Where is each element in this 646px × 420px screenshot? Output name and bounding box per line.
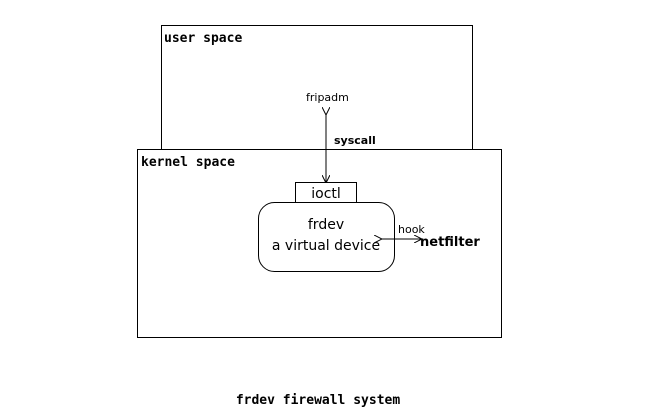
hook-label: hook: [398, 223, 425, 236]
frdev-subtitle: a virtual device: [272, 238, 380, 254]
kernel-space-label: kernel space: [141, 155, 235, 170]
frdev-title: frdev: [308, 217, 344, 233]
frdev-box: [258, 202, 395, 272]
fripadm-label: fripadm: [306, 91, 349, 104]
syscall-label: syscall: [334, 134, 376, 147]
user-space-box: [161, 25, 473, 167]
ioctl-label: ioctl: [311, 186, 341, 202]
netfilter-label: netfilter: [420, 235, 480, 250]
diagram-caption: frdev firewall system: [236, 393, 401, 408]
user-space-label: user space: [164, 31, 242, 46]
